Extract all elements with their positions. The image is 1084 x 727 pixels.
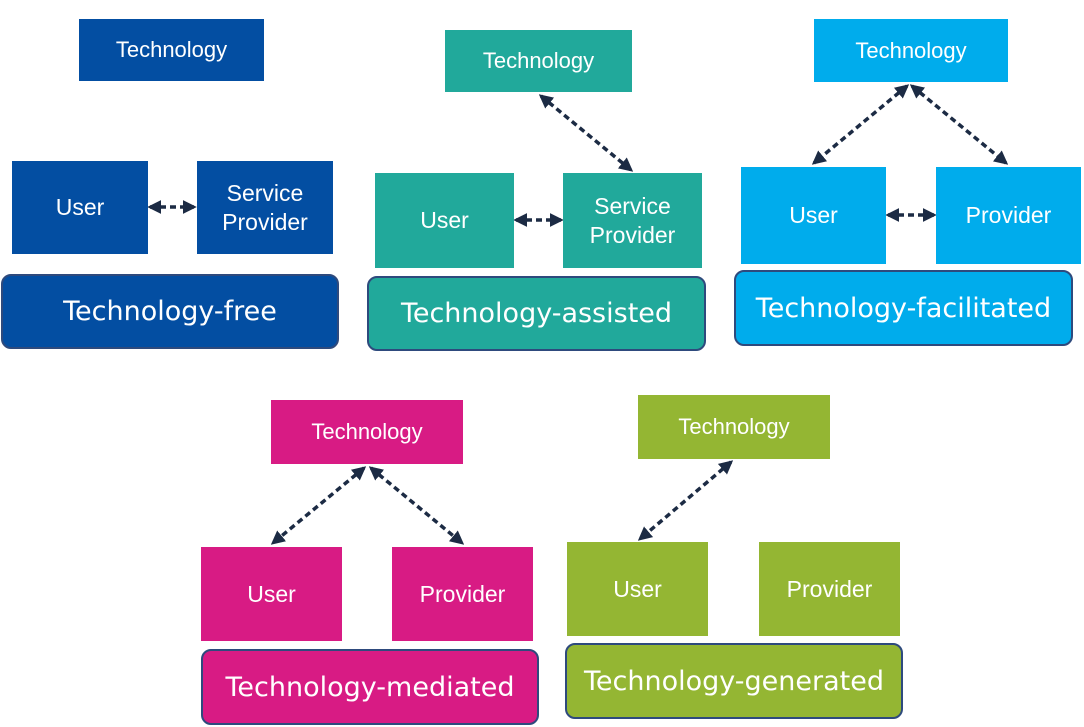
user-box-facilitated: User (741, 167, 886, 264)
technology-box-assisted: Technology (445, 30, 632, 92)
arrow-tech-provider-assisted (538, 94, 634, 172)
technology-box-facilitated: Technology (814, 19, 1008, 82)
arrow-tech-provider-mediated (368, 466, 465, 545)
panel-label-facilitated: Technology-facilitated (734, 270, 1073, 346)
user-box-mediated: User (201, 547, 342, 641)
arrow-tech-user-facilitated (811, 84, 910, 165)
arrow-tech-provider-facilitated (909, 84, 1009, 165)
panel-label-generated: Technology-generated (565, 643, 903, 719)
technology-box-generated: Technology (638, 395, 830, 459)
user-box-generated: User (567, 542, 708, 636)
provider-box-free: Service Provider (197, 161, 333, 254)
user-box-assisted: User (375, 173, 514, 268)
panel-label-assisted: Technology-assisted (367, 276, 706, 351)
user-box-free: User (12, 161, 148, 254)
panel-label-free: Technology-free (1, 274, 339, 349)
arrow-tech-user-mediated (270, 466, 367, 545)
technology-box-mediated: Technology (271, 400, 463, 464)
panel-label-mediated: Technology-mediated (201, 649, 539, 725)
provider-box-generated: Provider (759, 542, 900, 636)
technology-box-free: Technology (79, 19, 264, 81)
provider-box-mediated: Provider (392, 547, 533, 641)
provider-box-assisted: Service Provider (563, 173, 702, 268)
provider-box-facilitated: Provider (936, 167, 1081, 264)
arrow-tech-user-generated (637, 460, 734, 541)
